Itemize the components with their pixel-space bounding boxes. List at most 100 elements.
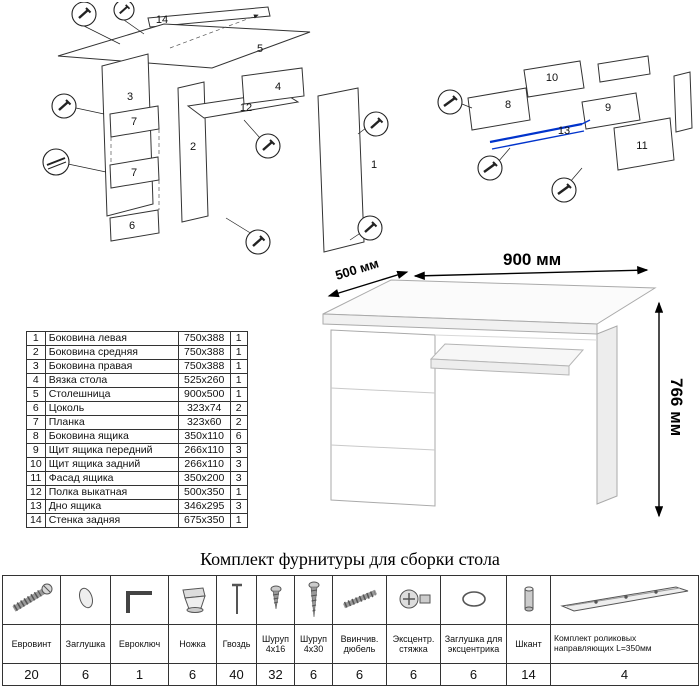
- part-qty: 2: [229, 415, 248, 430]
- part-qty: 1: [229, 485, 248, 500]
- part-labels: 10 8 13 9 11: [505, 72, 648, 152]
- hexkey-icon: [125, 591, 152, 613]
- screw-callout: [477, 155, 503, 181]
- screw-callout: [363, 111, 389, 137]
- panel-drawer-side-top: [597, 55, 651, 83]
- part-name: Планка: [44, 415, 179, 430]
- hardware-icon-cell: [386, 575, 441, 625]
- hardware-name: Заглушка: [60, 624, 111, 664]
- drawer-slide-icon: [559, 586, 688, 612]
- hardware-qty: 6: [294, 663, 333, 686]
- panel-back-wall: [147, 6, 271, 28]
- part-qty: 1: [229, 373, 248, 388]
- part-size: 500x350: [177, 485, 231, 500]
- part-label: 10: [546, 72, 558, 84]
- part-qty: 3: [229, 499, 248, 514]
- hardware-qty: 14: [506, 663, 551, 686]
- panel-drawer-back: [523, 60, 585, 98]
- part-size: 323x60: [177, 415, 231, 430]
- hardware-qty: 6: [60, 663, 111, 686]
- hardware-names-row: Евровинт Заглушка Евроключ Ножка Гвоздь …: [2, 624, 699, 664]
- part-label: 8: [505, 99, 511, 111]
- callout-leaders: [461, 103, 583, 183]
- part-name: Цоколь: [44, 401, 179, 416]
- part-size: 900x500: [177, 387, 231, 402]
- dim-width-label: 900 мм: [503, 250, 561, 269]
- hardware-qty: 6: [168, 663, 217, 686]
- part-size: 525x260: [177, 373, 231, 388]
- leg-icon: [181, 587, 206, 613]
- screw-callouts: [437, 89, 577, 203]
- part-label: 7: [131, 167, 137, 179]
- screw-callout: [51, 93, 77, 119]
- part-num: 1: [26, 331, 46, 346]
- screw-4x16-icon: [270, 585, 281, 610]
- panel-drawer-side: [467, 87, 531, 131]
- part-size: 266x110: [177, 443, 231, 458]
- part-name: Стенка задняя: [44, 513, 179, 528]
- part-name: Столешница: [44, 387, 179, 402]
- part-size: 323x74: [177, 401, 231, 416]
- hardware-icon-cell: [332, 575, 387, 625]
- part-num: 2: [26, 345, 46, 360]
- part-qty: 3: [229, 443, 248, 458]
- hardware-name: Ввинчив. дюбель: [332, 624, 387, 664]
- hardware-icon-cell: [440, 575, 507, 625]
- exploded-view-drawer: 10 8 13 9 11: [437, 55, 693, 203]
- screw-callout: [255, 133, 281, 159]
- keyboard-tray-edge: [430, 358, 570, 376]
- dowel-screw-icon: [342, 589, 377, 609]
- part-name: Щит ящика передний: [44, 443, 179, 458]
- hardware-qty: 6: [386, 663, 441, 686]
- panel-middle-side: [177, 81, 209, 223]
- desk-right-panel: [596, 325, 618, 505]
- hardware-name: Шуруп 4x30: [294, 624, 333, 664]
- part-num: 12: [26, 485, 46, 500]
- hardware-qty: 6: [440, 663, 507, 686]
- part-name: Боковина правая: [44, 359, 179, 374]
- hardware-icon-cell: [110, 575, 169, 625]
- hardware-qty: 6: [332, 663, 387, 686]
- part-num: 8: [26, 429, 46, 444]
- screw-callout: [437, 89, 463, 115]
- part-qty: 2: [229, 401, 248, 416]
- panel-plinth: [109, 209, 160, 242]
- hardware-icon-cell: [506, 575, 551, 625]
- assembly-guides: [110, 14, 259, 210]
- hardware-icons-row: [2, 575, 699, 625]
- part-qty: 3: [229, 471, 248, 486]
- screw-callout: [71, 2, 97, 27]
- screw-4x30-icon: [308, 581, 319, 618]
- part-size: 675x350: [177, 513, 231, 528]
- part-name: Полка выкатная: [44, 485, 179, 500]
- hardware-name: Евроключ: [110, 624, 169, 664]
- part-label: 13: [558, 125, 570, 137]
- part-qty: 1: [229, 345, 248, 360]
- part-qty: 1: [229, 331, 248, 346]
- part-qty: 1: [229, 359, 248, 374]
- exploded-view-desk: 14 5 3 7 12 4 2 7 6 1: [42, 2, 389, 255]
- part-num: 5: [26, 387, 46, 402]
- part-name: Вязка стола: [44, 373, 179, 388]
- hardware-qty-row: 20 6 1 6 40 32 6 6 6 6 14 4: [2, 663, 699, 686]
- part-label: 1: [371, 159, 377, 171]
- hardware-qty: 32: [256, 663, 295, 686]
- panel-desktop: [57, 23, 311, 69]
- part-label: 7: [131, 116, 137, 128]
- screw-callout: [551, 177, 577, 203]
- panel-drawer-front: [581, 92, 641, 130]
- part-num: 11: [26, 471, 46, 486]
- part-label: 4: [275, 81, 281, 93]
- panel-left-side: [101, 53, 154, 217]
- cam-cap-icon: [461, 591, 486, 607]
- euroscrew-icon: [11, 583, 52, 612]
